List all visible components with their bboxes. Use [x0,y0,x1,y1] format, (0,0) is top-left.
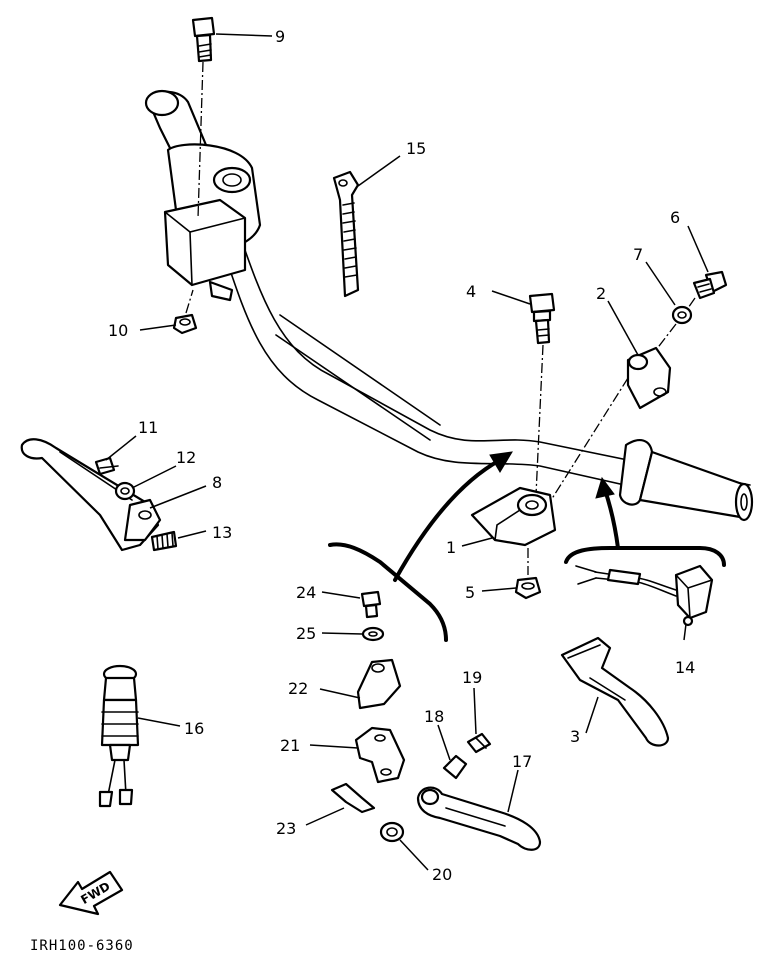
drawing-code: IRH100-6360 [30,938,134,954]
label-3: 3 [570,727,580,746]
left-switch-assembly [144,89,262,302]
part-1-holder [470,486,557,575]
label-21: 21 [280,736,300,755]
label-14: 14 [675,658,695,677]
label-24: 24 [296,583,316,602]
part-5-nut [514,576,542,600]
label-7: 7 [633,245,643,264]
part-19-screw [466,732,492,754]
leader-lines [105,33,709,871]
label-25: 25 [296,624,316,643]
part-21-plate [354,726,406,784]
part-17-lever [416,786,542,851]
part-7-washer [655,305,693,351]
part-20-nut [379,821,405,843]
label-12: 12 [176,448,196,467]
label-19: 19 [462,668,482,687]
part-3-lever [560,636,670,747]
label-20: 20 [432,865,452,884]
label-9: 9 [275,27,285,46]
label-11: 11 [138,418,158,437]
label-13: 13 [212,523,232,542]
label-17: 17 [512,752,532,771]
label-5: 5 [465,583,475,602]
label-18: 18 [424,707,444,726]
part-10-nut [172,289,198,335]
label-4: 4 [466,282,476,301]
part-11-bolt [94,456,119,476]
part-14-switch [575,564,714,627]
part-6-bolt [687,270,728,309]
part-12-washer [114,481,136,501]
label-6: 6 [670,208,680,227]
left-lever [20,438,162,552]
part-18-collar [442,754,468,780]
part-4-bolt [528,292,556,496]
part-13-spring-bolt [150,530,178,552]
label-22: 22 [288,679,308,698]
part-labels: 9 10 15 4 2 6 7 11 12 8 13 1 5 14 3 16 2… [108,27,695,884]
label-23: 23 [276,819,296,838]
label-1: 1 [446,538,456,557]
part-23-clip [330,782,376,814]
part-2-clamp [547,346,672,506]
part-9-bolt [191,16,216,219]
part-24-screw [360,590,382,619]
fwd-arrow: FWD [58,870,124,916]
label-2: 2 [596,284,606,303]
part-22-bracket [356,658,402,710]
label-15: 15 [406,139,426,158]
callout-bracket-bottom [328,451,513,642]
part-15-cable-tie [332,170,360,298]
callout-bracket-switch [564,476,726,567]
part-16-switch [98,664,140,808]
label-16: 16 [184,719,204,738]
handlebar [221,229,754,522]
label-8: 8 [212,473,222,492]
part-25-washer [361,626,385,642]
label-10: 10 [108,321,128,340]
